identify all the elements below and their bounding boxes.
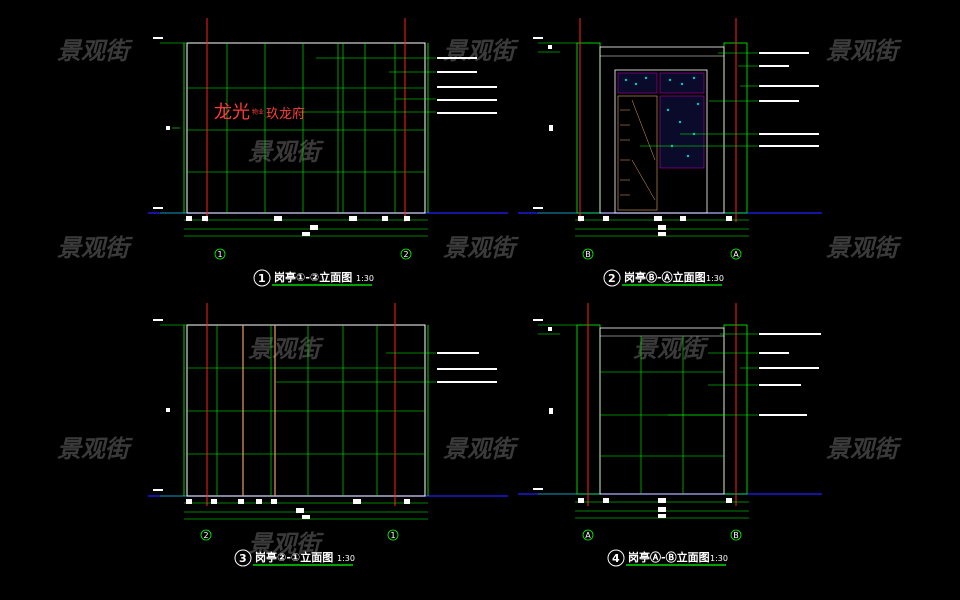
elevation-scale: 1:30	[710, 554, 728, 563]
wall-sign: 龙光 物业 玖龙府	[214, 102, 305, 123]
watermark: 景观街	[826, 435, 902, 463]
elevation-scale: 1:30	[706, 274, 724, 283]
watermark: 景观街	[248, 335, 324, 363]
axis-label-right: 1	[390, 531, 395, 540]
watermark: 景观街	[633, 335, 709, 363]
elevation-scale: 1:30	[337, 554, 355, 563]
watermark: 景观街	[443, 234, 519, 262]
watermarks: 景观街 景观街 景观街 景观街 景观街 景观街 景观街 景观街 景观街 景观街 …	[57, 37, 902, 558]
axis-label-left: B	[585, 250, 591, 259]
elevation-name: 岗亭Ⓐ-Ⓑ立面图	[628, 550, 710, 564]
elevation-number: 1	[258, 272, 266, 285]
axis-label-left: A	[585, 531, 591, 540]
elevation-number: 4	[612, 552, 620, 565]
elevation-name: 岗亭②-①立面图	[255, 550, 333, 564]
watermark: 景观街	[248, 138, 324, 166]
axis-label-right: 2	[403, 250, 408, 259]
elevation-name: 岗亭Ⓑ-Ⓐ立面图	[624, 270, 706, 284]
elevation-title: 1 岗亭①-②立面图 1:30	[253, 269, 374, 287]
watermark: 景观街	[57, 435, 133, 463]
watermark: 景观街	[57, 37, 133, 65]
watermark: 景观街	[443, 37, 519, 65]
elevation-3: 2 1 3 岗亭②-①立面图 1:30	[148, 303, 508, 567]
elevation-number: 2	[608, 272, 616, 285]
elevation-name: 岗亭①-②立面图	[274, 270, 352, 284]
sign-tail: 玖龙府	[266, 106, 305, 122]
elevation-scale: 1:30	[356, 274, 374, 283]
elevation-number: 3	[239, 552, 247, 565]
elevation-title: 2 岗亭Ⓑ-Ⓐ立面图 1:30	[603, 269, 724, 287]
axis-label-left: 2	[203, 531, 208, 540]
axis-label-right: A	[733, 250, 739, 259]
watermark: 景观街	[826, 234, 902, 262]
sign-main: 龙光	[214, 102, 250, 123]
sign-small: 物业	[252, 108, 264, 116]
watermark: 景观街	[443, 435, 519, 463]
elevation-4: A B 4 岗亭Ⓐ-Ⓑ立面图 1:30	[518, 303, 822, 567]
elevation-title: 3 岗亭②-①立面图 1:30	[234, 549, 355, 567]
elevation-1: 龙光 物业 玖龙府	[148, 18, 508, 287]
axis-label-right: B	[733, 531, 739, 540]
axis-label-left: 1	[217, 250, 222, 259]
watermark: 景观街	[57, 234, 133, 262]
elevation-2: B A 2 岗亭Ⓑ-Ⓐ立面图 1:30	[518, 18, 822, 287]
watermark: 景观街	[826, 37, 902, 65]
elevation-title: 4 岗亭Ⓐ-Ⓑ立面图 1:30	[607, 549, 728, 567]
watermark: 景观街	[248, 530, 324, 558]
